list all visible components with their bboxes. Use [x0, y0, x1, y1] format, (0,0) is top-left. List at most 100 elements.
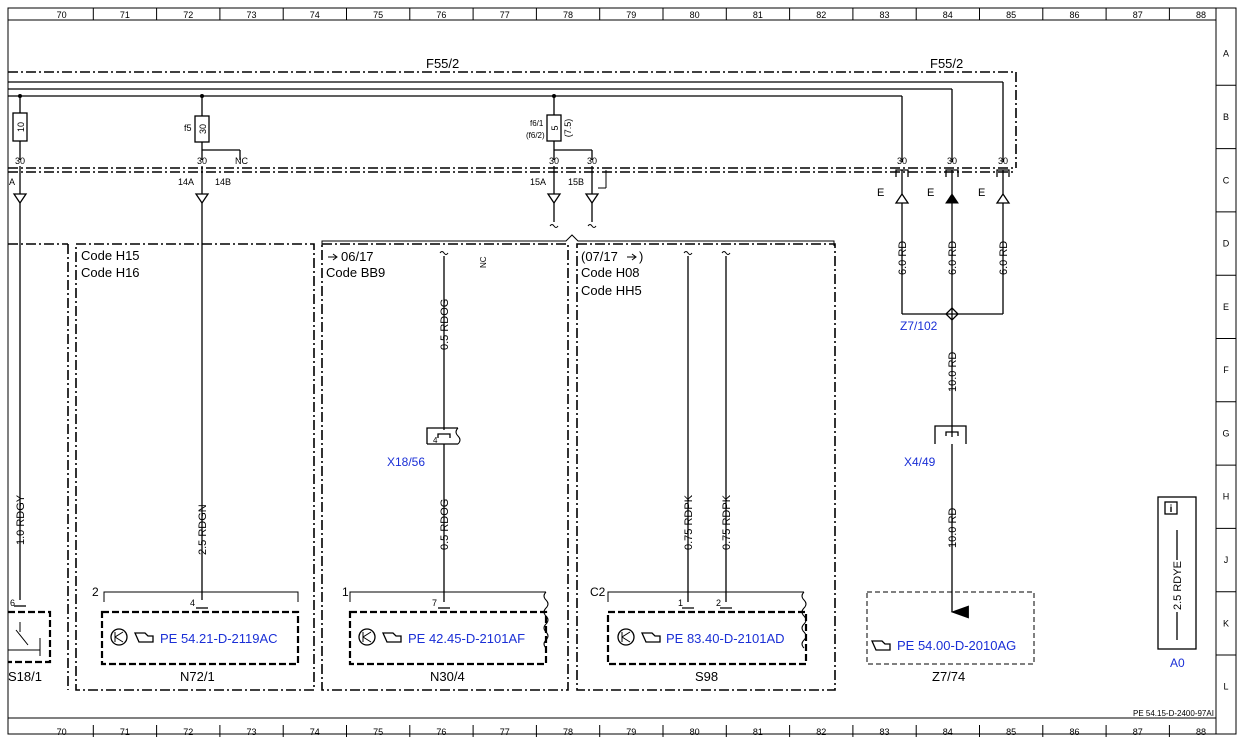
transistor-icon	[110, 628, 128, 646]
svg-text:f6/1: f6/1	[530, 119, 544, 128]
svg-text:10.0 RD: 10.0 RD	[947, 508, 959, 548]
section-brace	[321, 234, 835, 246]
column-number: 81	[753, 10, 763, 20]
svg-text:2.5 RDYE: 2.5 RDYE	[1172, 561, 1184, 610]
row-letter: G	[1222, 428, 1229, 438]
column-number: 72	[183, 727, 193, 737]
component-z7-74	[866, 591, 1035, 665]
pointing-hand-icon	[870, 640, 891, 651]
column-number: 86	[1069, 10, 1079, 20]
column-number: 82	[816, 727, 826, 737]
svg-text:S18/1: S18/1	[8, 669, 42, 684]
svg-text:f5: f5	[184, 123, 192, 133]
column-number: 73	[246, 10, 256, 20]
column-number: 77	[500, 727, 510, 737]
svg-text:Code H15: Code H15	[81, 248, 140, 263]
column-number: 87	[1133, 727, 1143, 737]
svg-text:A0[interactable]: A0	[1170, 656, 1185, 670]
column-number: 82	[816, 10, 826, 20]
row-letter: K	[1223, 618, 1229, 628]
section-h08	[576, 243, 836, 691]
ref-link-z7-74[interactable]: PE 54.00-D-2010AG	[897, 638, 1016, 653]
row-letter: C	[1223, 175, 1230, 185]
connector-x4-49	[934, 425, 967, 444]
svg-text:S98: S98	[695, 669, 718, 684]
fuse-box-label-left: F55/2	[426, 56, 459, 71]
svg-text:6.0 RD: 6.0 RD	[897, 241, 909, 275]
component-n30-4	[348, 610, 548, 666]
fuse-box-label-right: F55/2	[930, 56, 963, 71]
column-number: 85	[1006, 727, 1016, 737]
column-number: 76	[436, 727, 446, 737]
column-number: 75	[373, 727, 383, 737]
svg-text:(7.5): (7.5)	[563, 119, 573, 138]
svg-text:): )	[639, 249, 643, 264]
ref-link-n72[interactable]: PE 54.21-D-2119AC	[160, 631, 278, 646]
column-number: 74	[310, 727, 320, 737]
row-letter: H	[1223, 492, 1230, 502]
row-letter: E	[1223, 302, 1229, 312]
column-number: 85	[1006, 10, 1016, 20]
svg-text:1: 1	[342, 585, 349, 599]
ground-symbol	[12, 193, 28, 205]
svg-text:X4/49[interactable]: X4/49	[904, 455, 936, 469]
pointing-hand-icon	[640, 632, 661, 643]
connector-x18-56	[426, 427, 458, 444]
transistor-icon	[358, 628, 376, 646]
svg-text:10: 10	[16, 122, 26, 132]
splice-label[interactable]: Z7/102	[900, 319, 938, 333]
ref-link-n30[interactable]: PE 42.45-D-2101AF	[408, 631, 525, 646]
pointing-hand-icon	[381, 632, 402, 643]
pointing-hand-icon	[133, 632, 154, 643]
svg-text:2: 2	[716, 598, 721, 608]
svg-text:30: 30	[15, 156, 25, 166]
row-letter: D	[1223, 239, 1230, 249]
svg-text:14B: 14B	[215, 177, 231, 187]
svg-text:4: 4	[190, 598, 195, 608]
svg-text:NC: NC	[479, 256, 488, 268]
svg-text:2: 2	[92, 585, 99, 599]
column-number: 72	[183, 10, 193, 20]
svg-text:Z7/74: Z7/74	[932, 669, 965, 684]
arrow-right-icon	[627, 253, 637, 261]
svg-text:X18/56[interactable]: X18/56	[387, 455, 425, 469]
svg-text:1: 1	[678, 598, 683, 608]
column-number: 88	[1196, 10, 1206, 20]
svg-text:6.0 RD: 6.0 RD	[998, 241, 1010, 275]
svg-text:30: 30	[897, 156, 907, 166]
document-reference: PE 54.15-D-2400-97AI	[1133, 709, 1214, 718]
column-number: 78	[563, 727, 573, 737]
column-number: 76	[436, 10, 446, 20]
svg-text:E: E	[877, 187, 884, 199]
svg-text:E: E	[927, 187, 934, 199]
column-number: 86	[1069, 727, 1079, 737]
ref-link-s98[interactable]: PE 83.40-D-2101AD	[666, 631, 785, 646]
column-number: 79	[626, 727, 636, 737]
column-number: 87	[1133, 10, 1143, 20]
svg-text:5: 5	[550, 125, 560, 130]
column-number: 88	[1196, 727, 1206, 737]
column-number: 84	[943, 10, 953, 20]
svg-text:15B: 15B	[568, 177, 584, 187]
row-letter: L	[1223, 682, 1228, 692]
column-number: 80	[690, 727, 700, 737]
svg-text:N30/4: N30/4	[430, 669, 465, 684]
svg-text:N72/1: N72/1	[180, 669, 215, 684]
svg-text:0.5 RDOG: 0.5 RDOG	[439, 499, 451, 550]
column-number: 75	[373, 10, 383, 20]
wire-label-rdgy: 1.0 RDGY	[15, 494, 27, 545]
section-h15	[75, 243, 315, 691]
e-pin-group: 30 30 30 E E E	[877, 156, 1008, 199]
svg-text:30: 30	[197, 156, 207, 166]
frame-border	[7, 7, 1237, 735]
column-number: 77	[500, 10, 510, 20]
column-number: 73	[246, 727, 256, 737]
splice-z7-102	[945, 307, 959, 321]
svg-text:E: E	[978, 187, 985, 199]
column-number: 84	[943, 727, 953, 737]
transistor-icon	[617, 628, 635, 646]
svg-text:4: 4	[433, 436, 438, 445]
svg-text:15A: 15A	[530, 177, 546, 187]
svg-text:30: 30	[998, 156, 1008, 166]
svg-text:0.75 RDPK: 0.75 RDPK	[683, 494, 695, 550]
